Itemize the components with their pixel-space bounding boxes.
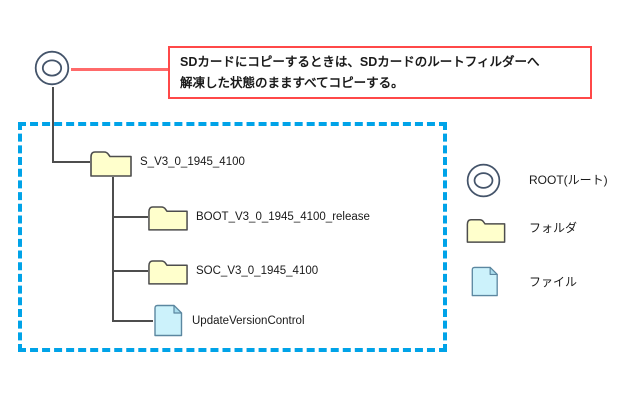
tree-branch-line-1: [112, 216, 148, 218]
root-icon: [466, 163, 501, 198]
file-icon: [471, 266, 498, 297]
folder-icon: [466, 218, 506, 243]
legend-label-folder: フォルダ: [529, 221, 578, 235]
node-label: BOOT_V3_0_1945_4100_release: [196, 211, 370, 223]
legend-label-root: ROOT(ルート): [529, 173, 608, 187]
tree-branch-line-2: [112, 270, 148, 272]
callout-line-2: 解凍した状態のまますべてコピーする。: [180, 76, 404, 90]
tree-trunk-line: [112, 177, 114, 322]
callout-box: SDカードにコピーするときは、SDカードのルートフィルダーへ 解凍した状態のまま…: [168, 46, 592, 99]
sd-card-boundary: [18, 122, 447, 352]
callout-line-1: SDカードにコピーするときは、SDカードのルートフィルダーへ: [180, 55, 540, 69]
node-label: SOC_V3_0_1945_4100: [196, 265, 319, 277]
tree-branch-line-3: [112, 320, 153, 322]
callout-connector-line: [71, 68, 168, 71]
root-icon: [34, 50, 70, 86]
node-label: S_V3_0_1945_4100: [140, 156, 245, 168]
folder-icon: [90, 151, 132, 177]
folder-icon: [148, 206, 188, 231]
file-icon: [154, 304, 183, 337]
tree-line-root-elbow: [52, 161, 90, 163]
node-label: UpdateVersionControl: [192, 315, 305, 327]
legend-label-file: ファイル: [529, 275, 578, 289]
folder-icon: [148, 260, 188, 285]
